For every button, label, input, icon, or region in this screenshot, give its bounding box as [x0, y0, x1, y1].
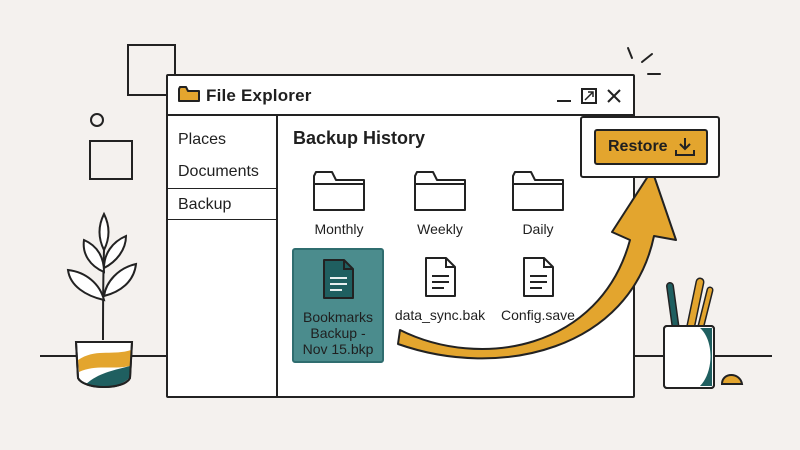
file-label-line: Nov 15.bkp: [302, 341, 374, 357]
close-icon[interactable]: [604, 86, 624, 106]
sidebar-item-label: Documents: [178, 163, 259, 180]
minimize-icon[interactable]: [554, 86, 574, 106]
restore-panel: Restore: [580, 116, 720, 178]
sidebar-item-label: Places: [178, 131, 227, 148]
document-icon: [523, 257, 554, 297]
window-title: File Explorer: [206, 86, 312, 105]
maximize-icon[interactable]: [579, 86, 599, 106]
file-data-sync[interactable]: data_sync.bak: [392, 256, 488, 323]
sidebar-item-documents[interactable]: Documents: [168, 156, 276, 188]
folder-icon: [414, 171, 466, 211]
document-icon: [425, 257, 456, 297]
file-bookmarks-backup[interactable]: Bookmarks Backup - Nov 15.bkp: [292, 248, 384, 363]
sidebar-item-backup[interactable]: Backup: [168, 188, 276, 220]
deco-square-small: [89, 140, 133, 180]
document-icon: [323, 259, 354, 299]
folder-label: Daily: [522, 221, 554, 237]
sidebar: Places Documents Backup: [168, 116, 278, 396]
spark-lines: [627, 47, 661, 75]
sidebar-item-label: Backup: [178, 196, 232, 213]
download-icon: [675, 138, 695, 156]
folder-icon: [313, 171, 365, 211]
deco-circle: [90, 113, 104, 127]
title-bar: File Explorer: [168, 76, 633, 116]
potted-plant: [66, 211, 138, 388]
deco-square-top: [127, 44, 176, 96]
file-label: Config.save: [501, 307, 575, 323]
folder-daily[interactable]: Daily: [492, 168, 584, 237]
folder-monthly[interactable]: Monthly: [293, 168, 385, 237]
pen-cup: [663, 277, 744, 389]
sidebar-item-places[interactable]: Places: [168, 124, 276, 156]
file-label-line: Backup -: [310, 325, 366, 341]
folder-label: Weekly: [417, 221, 463, 237]
file-label-line: Bookmarks: [302, 309, 374, 325]
file-config-save[interactable]: Config.save: [492, 256, 584, 323]
restore-label: Restore: [608, 138, 668, 155]
folder-label: Monthly: [314, 221, 364, 237]
restore-button[interactable]: Restore: [594, 129, 708, 165]
folder-weekly[interactable]: Weekly: [394, 168, 486, 237]
folder-icon: [178, 86, 200, 102]
folder-icon: [512, 171, 564, 211]
file-label: data_sync.bak: [394, 307, 486, 323]
page-title: Backup History: [293, 128, 426, 148]
